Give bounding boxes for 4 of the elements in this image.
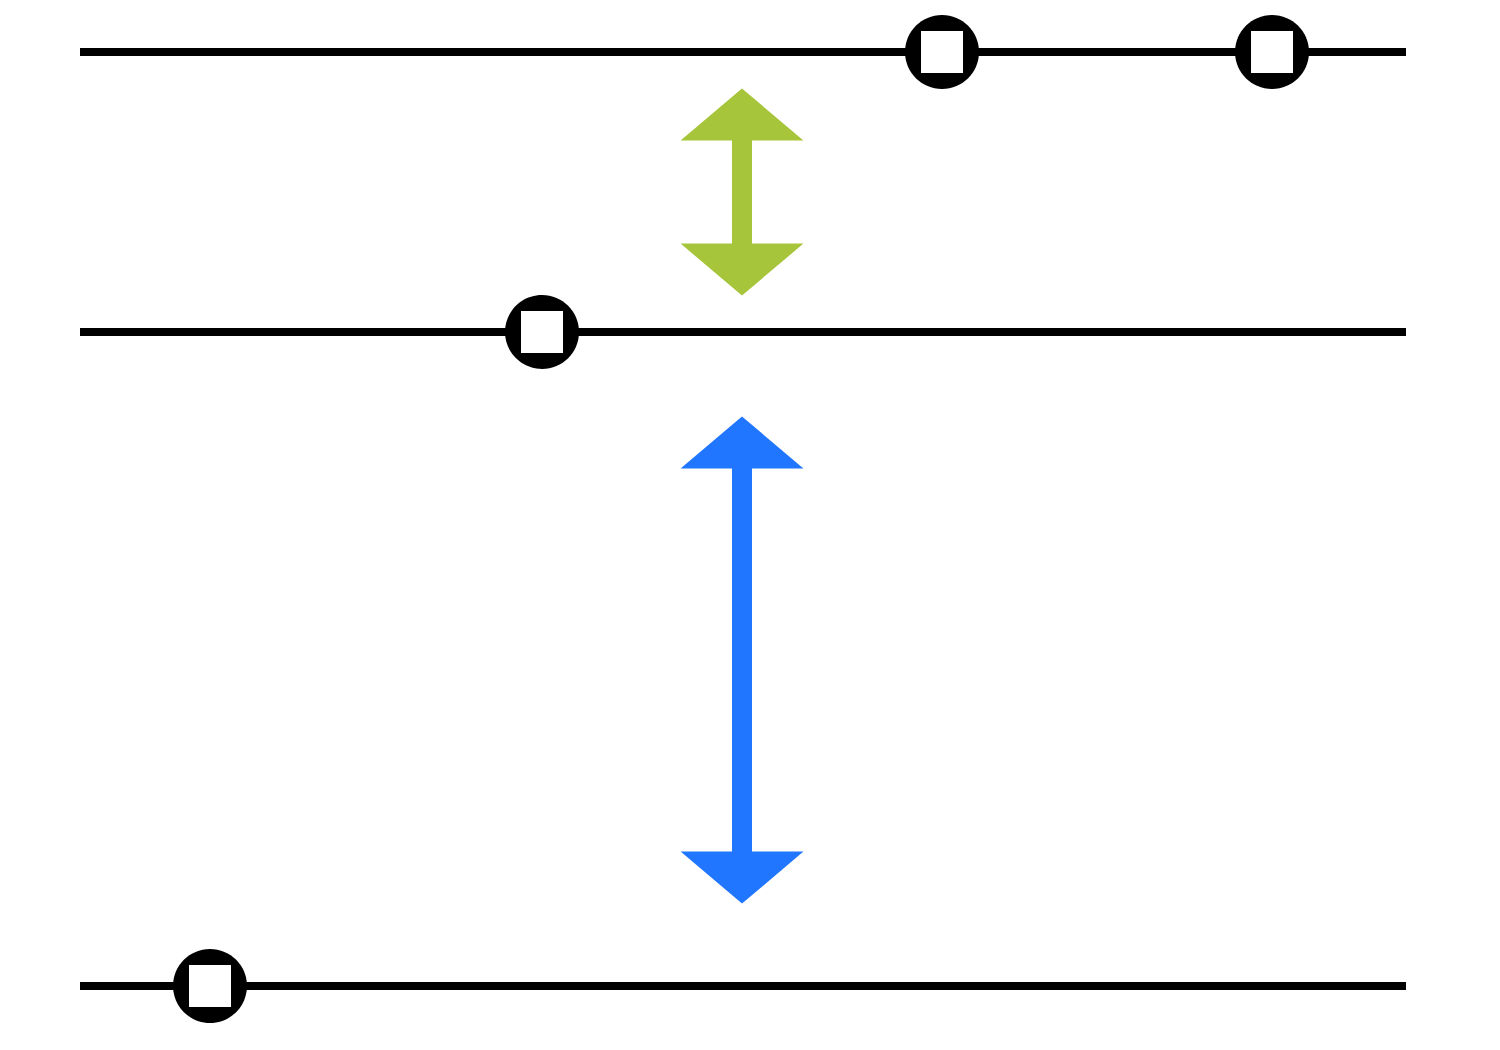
circle-marker [505, 295, 579, 369]
circle-marker [1235, 15, 1309, 89]
circle-marker [173, 949, 247, 1023]
circle-marker [905, 15, 979, 89]
